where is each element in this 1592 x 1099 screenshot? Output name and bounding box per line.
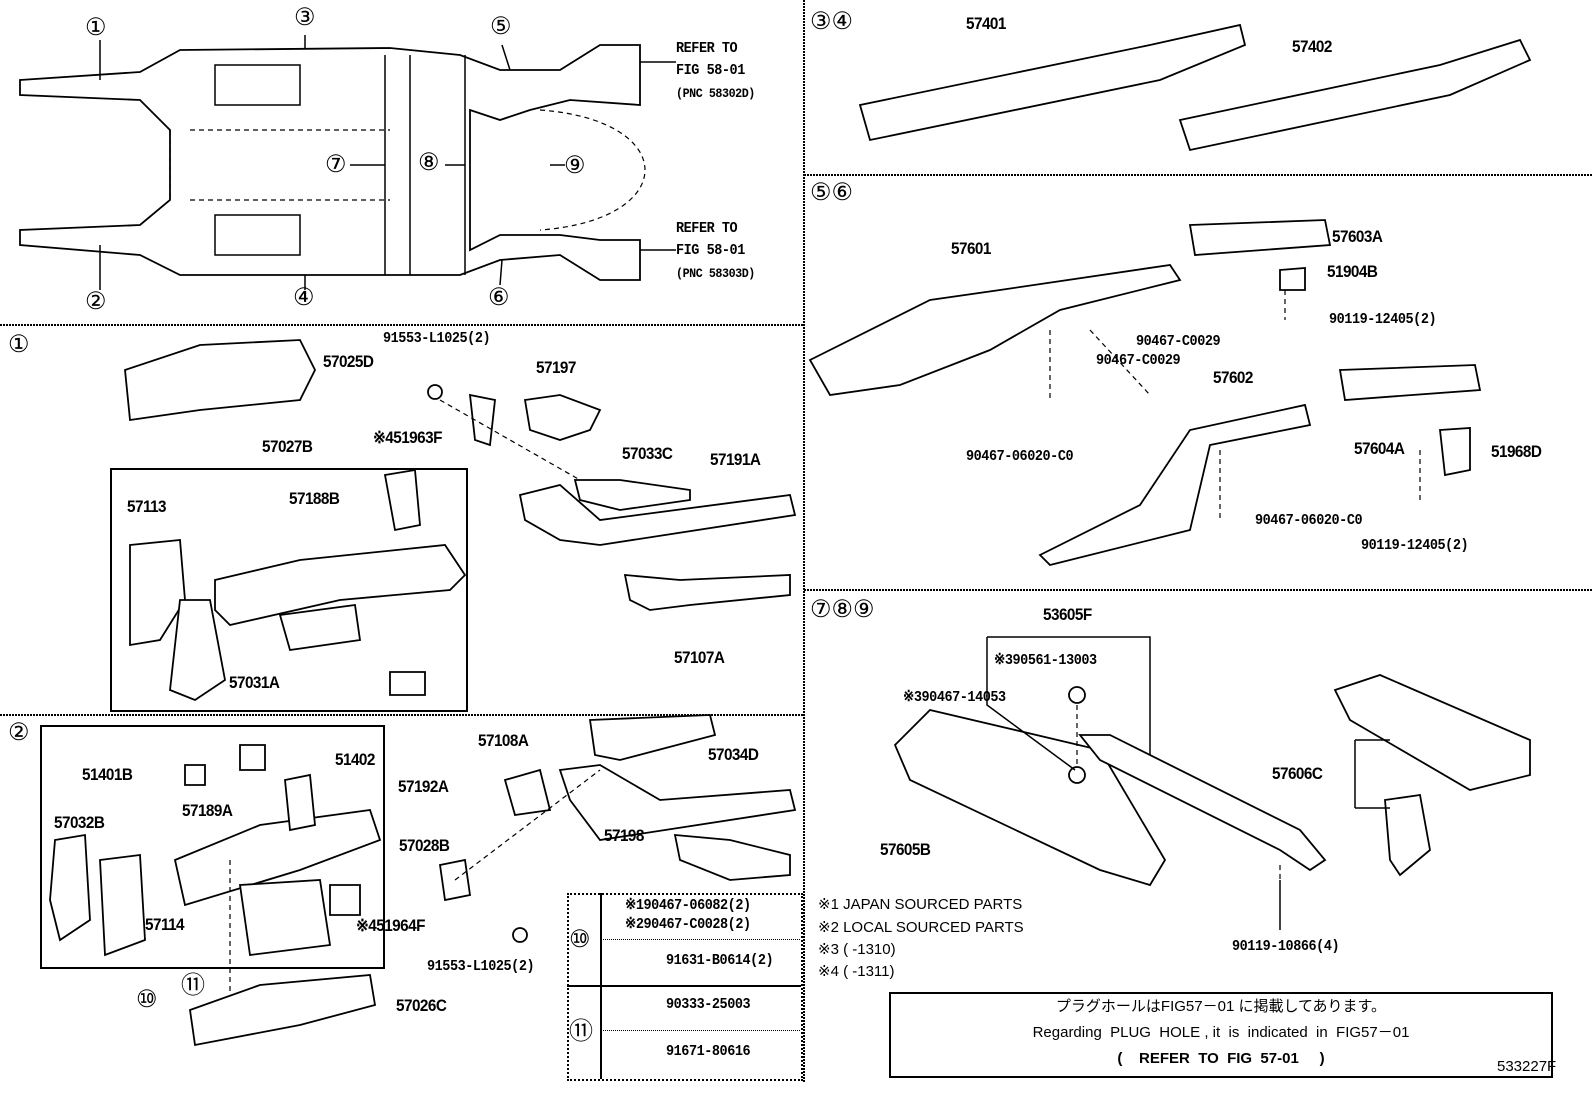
part-label: 57188B [289, 489, 340, 508]
part-label: 57114 [145, 915, 185, 934]
notice-refer: ( REFER TO FIG 57-01 ) [1117, 1050, 1325, 1067]
part-label: 57606C [1272, 764, 1323, 783]
part-label: 57191A [710, 450, 761, 469]
part-label: 57027B [262, 437, 313, 456]
subassembly-box [40, 725, 385, 969]
section-marker: ③④ [810, 8, 854, 35]
fastener-label: 90333-25003 [666, 996, 751, 1013]
part-label: 90467-C0029 [1096, 352, 1181, 369]
part-label: 57028B [399, 836, 450, 855]
fastener-label: ※190467-06082(2) [625, 897, 751, 914]
note: ※3 ( -1310) [818, 941, 896, 958]
part-label: 57034D [708, 745, 759, 764]
fastener-label: ※290467-C0028(2) [625, 916, 751, 933]
callout-11: ⑪ [569, 1018, 593, 1045]
refer-text: REFER TO [676, 220, 738, 237]
part-label: 57402 [1292, 37, 1332, 56]
refer-fig: FIG 58-01 [676, 242, 745, 259]
part-label: 57602 [1213, 368, 1253, 387]
fastener-label: 91671-80616 [666, 1043, 751, 1060]
part-label: 51904B [1327, 262, 1378, 281]
part-label: 51402 [335, 750, 375, 769]
part-label: 57192A [398, 777, 449, 796]
callout-3: ③ [294, 4, 316, 31]
part-label: ※390467-14053 [903, 689, 1006, 706]
fastener-label: 91631-B0614(2) [666, 952, 774, 969]
part-label: 90119-10866(4) [1232, 938, 1340, 955]
callout-11: ⑪ [181, 972, 205, 999]
notice-english: Regarding PLUG HOLE , it is indicated in… [1032, 1024, 1410, 1041]
part-label: 57107A [674, 648, 725, 667]
part-label: 51968D [1491, 442, 1542, 461]
callout-9: ⑨ [564, 152, 586, 179]
part-label: 57198 [604, 826, 644, 845]
part-label: 57108A [478, 731, 529, 750]
part-label: 90119-12405(2) [1361, 537, 1469, 554]
part-label: ※451963F [373, 428, 442, 447]
part-label: 57032B [54, 813, 105, 832]
refer-pnc: (PNC 58303D) [676, 266, 755, 281]
part-label: 57113 [127, 497, 167, 516]
callout-8: ⑧ [418, 149, 440, 176]
plug-hole-notice: プラグホールはFIG57－01 に掲載してあります。 Regarding PLU… [889, 992, 1553, 1078]
section-marker: ② [8, 719, 30, 746]
part-label: ※390561-13003 [994, 652, 1097, 669]
callout-1: ① [85, 14, 107, 41]
part-label: 57025D [323, 352, 374, 371]
callout-10: ⑩ [569, 926, 591, 953]
part-label: 57189A [182, 801, 233, 820]
part-label: 90467-06020-C0 [966, 448, 1074, 465]
callout-2: ② [85, 288, 107, 315]
part-label: 51401B [82, 765, 133, 784]
fastener-table [567, 893, 803, 1081]
note: ※1 JAPAN SOURCED PARTS [818, 896, 1023, 913]
refer-text: REFER TO [676, 40, 738, 57]
subassembly-box [110, 468, 468, 712]
part-label: 57604A [1354, 439, 1405, 458]
part-label: 57033C [622, 444, 673, 463]
part-label: 57601 [951, 239, 991, 258]
note: ※4 ( -1311) [818, 963, 895, 980]
callout-4: ④ [293, 284, 315, 311]
part-label: ※451964F [356, 916, 425, 935]
part-label: 53605F [1043, 605, 1092, 624]
callout-7: ⑦ [325, 151, 347, 178]
part-label: 57401 [966, 14, 1006, 33]
part-label: 57605B [880, 840, 931, 859]
callout-5: ⑤ [490, 13, 512, 40]
part-label: 90119-12405(2) [1329, 311, 1437, 328]
notice-japanese: プラグホールはFIG57－01 に掲載してあります。 [1055, 998, 1387, 1015]
figure-id: 533227F [1497, 1058, 1557, 1075]
section-marker: ⑤⑥ [810, 179, 854, 206]
part-label: 57197 [536, 358, 576, 377]
part-label: 91553-L1025(2) [383, 330, 491, 347]
refer-pnc: (PNC 58302D) [676, 86, 755, 101]
part-label: 90467-06020-C0 [1255, 512, 1363, 529]
part-label: 57031A [229, 673, 280, 692]
note: ※2 LOCAL SOURCED PARTS [818, 919, 1024, 936]
part-label: 91553-L1025(2) [427, 958, 535, 975]
callout-10: ⑩ [136, 986, 158, 1013]
section-marker: ⑦⑧⑨ [810, 596, 875, 623]
callout-6: ⑥ [488, 284, 510, 311]
section-marker: ① [8, 331, 30, 358]
part-label: 57026C [396, 996, 447, 1015]
part-label: 57603A [1332, 227, 1383, 246]
part-label: 90467-C0029 [1136, 333, 1221, 350]
refer-fig: FIG 58-01 [676, 62, 745, 79]
